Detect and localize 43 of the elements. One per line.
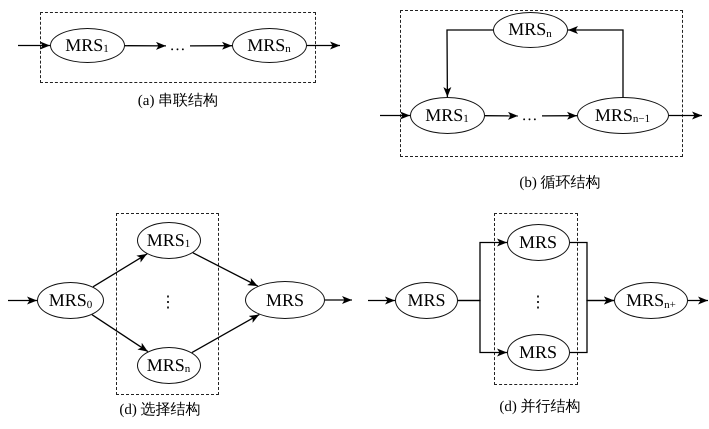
process-ellipse: MRS$_{n}$ [232, 28, 306, 62]
arrow [92, 253, 148, 288]
arrow [192, 314, 260, 354]
arrow [669, 112, 702, 120]
arrow [380, 112, 410, 120]
node-label: (d) 选择结构 [119, 400, 201, 419]
dashed-frame [40, 12, 316, 83]
process-ellipse: MRS$_{1}$ [50, 28, 124, 62]
process-ellipse: MRS$_{n+}$ [614, 282, 688, 319]
node-label: (a) 串联结构 [138, 92, 218, 110]
arrow [8, 296, 37, 304]
arrow [568, 26, 624, 97]
ellipsis-mark: ⋮ [530, 295, 546, 311]
arrow [443, 29, 493, 97]
dashed-frame [116, 213, 219, 395]
arrow [18, 42, 50, 50]
node-label: (b) 循环结构 [519, 174, 601, 192]
arrow [688, 296, 708, 304]
node-label: (d) 并行结构 [499, 398, 581, 416]
process-ellipse: MRS$_{n}$ [136, 346, 200, 384]
process-ellipse: MRS$_{1}$ [410, 96, 484, 134]
process-ellipse: MRS$_{n}$ [492, 12, 568, 48]
process-ellipse: MRS [506, 334, 570, 370]
process-ellipse: MRS$_{1}$ [136, 222, 200, 258]
arrow [542, 112, 577, 120]
process-ellipse: MRS [395, 282, 458, 319]
arrow [570, 296, 614, 354]
arrow [307, 42, 340, 50]
process-ellipse: MRS [245, 281, 325, 319]
arrow [325, 296, 352, 304]
dashed-frame [494, 213, 578, 385]
arrow [368, 296, 395, 304]
arrow [485, 112, 518, 120]
process-ellipse: MRS$_{n−1}$ [576, 96, 668, 134]
dashed-frame [400, 10, 683, 157]
ellipsis-mark: ⋮ [160, 295, 176, 311]
arrow [125, 42, 166, 50]
arrow [92, 314, 148, 352]
arrow [190, 42, 232, 50]
process-ellipse: MRS$_{0}$ [37, 282, 104, 319]
process-ellipse: MRS [506, 224, 570, 260]
arrow [458, 300, 507, 356]
arrow [192, 252, 258, 287]
